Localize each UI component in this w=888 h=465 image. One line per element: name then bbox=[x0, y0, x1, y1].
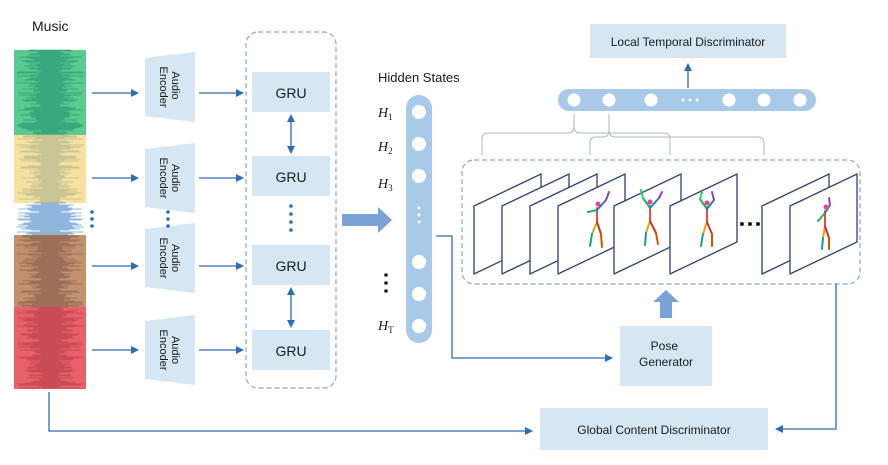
stick-figure-2 bbox=[640, 189, 663, 246]
encoder-to-gru-arrows bbox=[199, 89, 244, 354]
audio-encoder-4: AudioEncoder bbox=[145, 315, 195, 385]
svg-text:AudioEncoder: AudioEncoder bbox=[157, 158, 181, 199]
audio-encoders: Audio Encoder AudioEncoder AudioEncoder … bbox=[145, 52, 195, 385]
gru-container bbox=[245, 31, 337, 389]
hidden-state-circles bbox=[412, 105, 426, 333]
feature-bar-dots bbox=[681, 98, 699, 102]
gru-dots bbox=[289, 204, 293, 232]
feature-bar-circles bbox=[567, 93, 807, 107]
waveform-band-2 bbox=[16, 134, 84, 203]
hidden-to-pose-arrow bbox=[436, 235, 613, 362]
hidden-states-bar bbox=[406, 95, 432, 343]
gru-box-3 bbox=[252, 245, 330, 285]
audio-encoder-3: AudioEncoder bbox=[145, 223, 195, 293]
ellipsis-dots bbox=[90, 210, 170, 228]
pose-frame-6 bbox=[669, 172, 738, 276]
pose-generator-label: Pose Generator bbox=[639, 339, 693, 369]
stick-figure-1 bbox=[587, 191, 610, 248]
hidden-state-inner-dots bbox=[417, 206, 421, 224]
svg-text:AudioEncoder: AudioEncoder bbox=[157, 330, 181, 371]
audio-encoder-label-line2: Encoder bbox=[157, 67, 169, 108]
hidden-label-3: H3 bbox=[377, 177, 393, 193]
gru-to-hidden-arrow bbox=[342, 207, 392, 233]
audio-encoder-1: Audio Encoder bbox=[145, 52, 195, 122]
audio-encoder-label-line1: Audio bbox=[169, 71, 181, 99]
waveform-band-3 bbox=[16, 202, 84, 235]
gru-label-2: GRU bbox=[275, 169, 306, 185]
waveform-band-4 bbox=[16, 234, 84, 307]
global-discriminator-box bbox=[540, 408, 768, 450]
hidden-states-label: Hidden States bbox=[378, 70, 460, 85]
music-to-encoder-arrows bbox=[92, 89, 139, 354]
pose-frames bbox=[473, 172, 858, 276]
gru-box-1 bbox=[252, 72, 330, 112]
hidden-label-dots bbox=[384, 273, 388, 293]
stick-figures bbox=[587, 189, 831, 250]
svg-text:Audio Encoder: Audio Encoder bbox=[157, 67, 181, 108]
gru-label-1: GRU bbox=[275, 85, 306, 101]
hidden-label-1: H1 bbox=[377, 106, 393, 122]
music-waveform bbox=[14, 49, 86, 389]
stick-figure-4 bbox=[817, 197, 831, 250]
pose-gen-up-arrow bbox=[653, 290, 679, 318]
music-label: Music bbox=[32, 18, 69, 34]
feature-bar bbox=[558, 89, 816, 111]
hidden-label-2: H2 bbox=[377, 140, 393, 156]
stick-figure-3 bbox=[699, 191, 715, 247]
local-discriminator-label: Local Temporal Discriminator bbox=[611, 35, 766, 49]
pose-generator-label-line1: Pose bbox=[651, 339, 679, 353]
gru-box-4 bbox=[252, 330, 330, 370]
local-discriminator-box bbox=[590, 24, 786, 58]
global-discriminator-label: Global Content Discriminator bbox=[577, 423, 730, 437]
pose-frame-dots bbox=[740, 222, 760, 226]
hidden-state-labels: H1 H2 H3 HT bbox=[377, 106, 394, 335]
gru-label-4: GRU bbox=[275, 343, 306, 359]
pose-generator-box bbox=[620, 326, 712, 386]
pose-frames-container bbox=[461, 159, 861, 285]
audio-encoder-2: AudioEncoder bbox=[145, 143, 195, 213]
pose-frame-8 bbox=[789, 172, 858, 276]
gru-boxes: GRU GRU GRU GRU bbox=[252, 72, 330, 370]
hidden-label-t: HT bbox=[377, 319, 394, 335]
window-braces bbox=[481, 114, 765, 155]
waveform-band-5 bbox=[16, 306, 84, 389]
gru-box-2 bbox=[252, 156, 330, 196]
frames-to-global-arrow bbox=[775, 284, 837, 433]
waveform-band-1 bbox=[16, 49, 84, 135]
music-to-global-arrow bbox=[48, 392, 533, 435]
svg-text:AudioEncoder: AudioEncoder bbox=[157, 238, 181, 279]
pose-generator-label-line2: Generator bbox=[639, 355, 693, 369]
gru-label-3: GRU bbox=[275, 258, 306, 274]
